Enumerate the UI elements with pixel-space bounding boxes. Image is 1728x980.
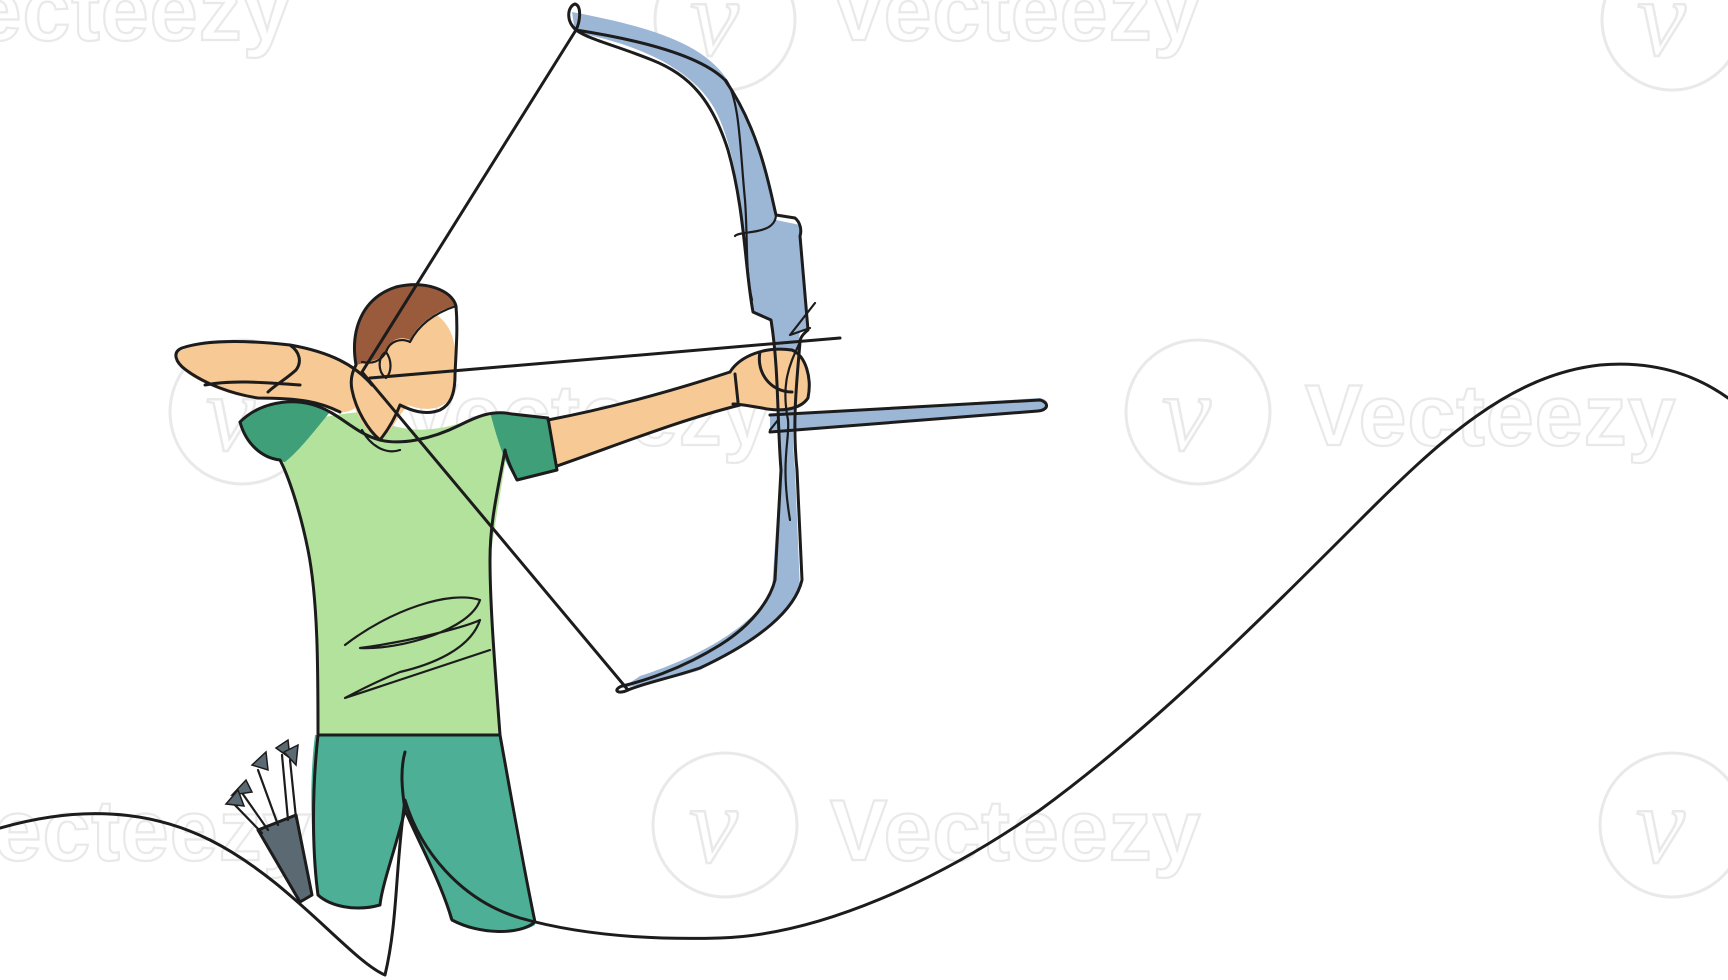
collar <box>360 428 402 453</box>
arrow-shaft <box>368 336 1048 434</box>
left-sleeve-fill <box>240 401 330 462</box>
watermark-logo-icon: v <box>1598 751 1728 899</box>
watermark-logo-icon: v <box>1124 338 1272 486</box>
shirt-fill <box>275 412 512 735</box>
head-outline <box>349 283 459 442</box>
watermark-text: Vecteezy <box>830 783 1201 879</box>
extended-arm-fill <box>548 372 740 466</box>
svg-text:v: v <box>1637 0 1686 79</box>
svg-text:v: v <box>1162 352 1211 474</box>
quiver-outline <box>256 813 314 904</box>
extended-arm-outline <box>546 370 742 468</box>
watermark-logo-icon: v <box>651 751 799 899</box>
svg-text:v: v <box>1636 764 1685 886</box>
bow-limb-fill <box>572 12 808 688</box>
shirt-scribble <box>343 596 492 700</box>
watermark-text: Vecteezy <box>1305 368 1676 464</box>
arrow-shaft-fill <box>770 398 1048 432</box>
pants-outline <box>312 733 537 933</box>
svg-text:v: v <box>689 764 738 886</box>
right-sleeve-fill <box>490 412 557 480</box>
hairline <box>360 304 458 364</box>
watermark-text: Vecteezy <box>0 0 291 59</box>
quiver-fill <box>258 815 312 902</box>
arrow-fletching-icon <box>224 738 299 835</box>
bow-string <box>360 28 630 692</box>
bow-hand-outline <box>728 347 811 412</box>
raised-arm-fill <box>177 341 372 413</box>
arrow-nock-detail <box>768 301 817 432</box>
shirt-outline <box>238 400 559 737</box>
raised-arm-outline <box>174 340 374 414</box>
bow-riser-detail <box>724 78 802 522</box>
color-fills <box>177 12 1048 932</box>
pants-fill <box>311 735 535 932</box>
watermark-text: Vecteezy <box>830 0 1201 59</box>
flowing-ground-line <box>0 362 1728 977</box>
ear <box>378 350 392 380</box>
watermark-logo-icon: v <box>1600 0 1728 92</box>
watermark-layer: Vecteezy Vecteezy Vecteezy Vecteezy Vect… <box>0 0 1728 899</box>
